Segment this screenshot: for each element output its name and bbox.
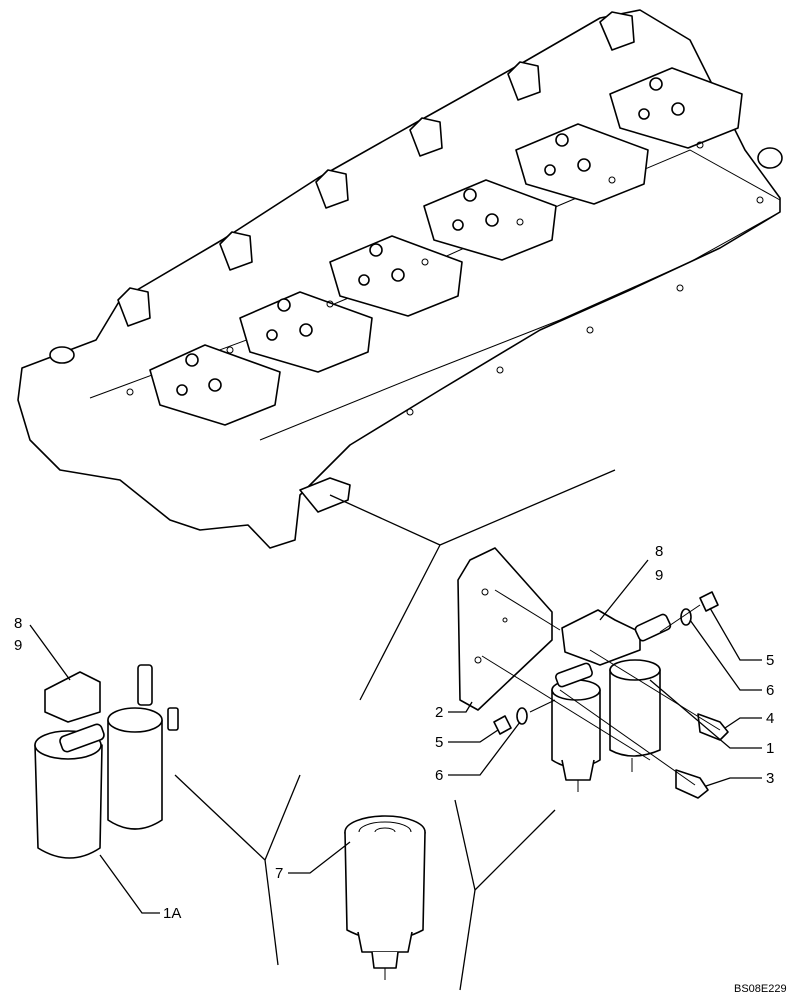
filter-bowl-left-rear [107, 719, 163, 830]
callout-7: 7 [275, 865, 283, 882]
filter-mount-pad [299, 477, 351, 513]
leader-7 [288, 841, 351, 874]
callout-5-left: 5 [435, 734, 443, 751]
leader-6-left [448, 721, 521, 776]
callout-8-right: 8 [655, 543, 663, 560]
bolt-3 [675, 769, 709, 799]
callout-5-right: 5 [766, 652, 774, 669]
hardware-right [481, 589, 729, 799]
leader-5-right [709, 607, 762, 661]
bolt-holes [126, 141, 764, 416]
guide-lines [174, 469, 616, 991]
callout-labels: 8 9 8 9 5 6 4 1 3 2 5 6 7 1A [14, 543, 774, 922]
leader-6-right [689, 619, 762, 691]
callout-2: 2 [435, 704, 443, 721]
callout-4: 4 [766, 710, 774, 727]
end-boss [49, 346, 75, 364]
leader-4 [724, 717, 762, 729]
callout-8-left: 8 [14, 615, 22, 632]
leader-5-left [448, 729, 499, 743]
leader-1a [99, 854, 160, 914]
leader-1 [649, 679, 762, 749]
washer-6-left [516, 707, 528, 725]
filter-bowl-left-front [34, 744, 103, 859]
bleed-screw-left [137, 664, 153, 706]
leader-8-right [599, 559, 649, 621]
filter-head-left [44, 671, 101, 723]
leader-2 [448, 701, 473, 713]
callout-3: 3 [766, 770, 774, 787]
spare-filter-element [344, 815, 426, 980]
leader-lines [29, 559, 762, 914]
drawing-code: BS08E229 [734, 983, 787, 995]
gasket [457, 547, 553, 711]
filter-assembly-right [551, 609, 672, 792]
callout-6-left: 6 [435, 767, 443, 784]
filter-head-bracket [561, 609, 641, 666]
callout-6-right: 6 [766, 682, 774, 699]
cylinder-head [17, 9, 783, 549]
leader-3 [705, 777, 762, 787]
fitting-5-right [699, 591, 719, 612]
callout-9-right: 9 [655, 567, 663, 584]
valve-stems [176, 77, 685, 396]
bolt-4 [697, 713, 729, 741]
callout-1: 1 [766, 740, 774, 757]
filter-assembly-left [34, 664, 179, 859]
callout-9-left: 9 [14, 637, 22, 654]
callout-1a: 1A [163, 905, 181, 922]
leader-8-left [29, 624, 71, 681]
